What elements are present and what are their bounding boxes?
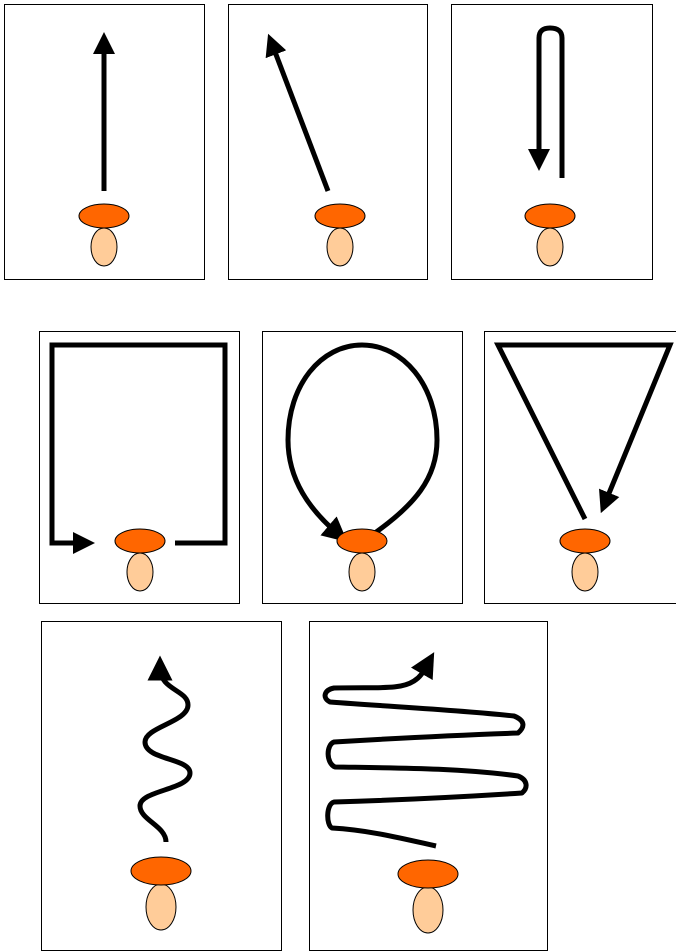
robot-1 xyxy=(78,203,130,267)
robot-head xyxy=(114,528,166,554)
path-triangle xyxy=(493,342,674,521)
panel-diagonal xyxy=(228,4,428,280)
robot-head xyxy=(524,203,576,229)
robot-body xyxy=(145,883,177,931)
path-serpentine xyxy=(322,652,529,849)
robot-head xyxy=(397,859,459,889)
robot-3 xyxy=(524,203,576,267)
robot-5 xyxy=(336,528,388,592)
diagonal-arrow xyxy=(265,33,331,192)
triangle-loop-arrow xyxy=(493,342,674,521)
robot-body xyxy=(326,227,354,267)
robot-body xyxy=(571,552,599,592)
robot-2 xyxy=(314,203,366,267)
robot-body xyxy=(536,227,564,267)
hairpin-arrow xyxy=(527,25,565,178)
robot-body xyxy=(348,552,376,592)
robot-8 xyxy=(397,859,459,934)
robot-4 xyxy=(114,528,166,592)
serpentine-arrow xyxy=(322,652,529,849)
path-u-turn xyxy=(527,25,565,178)
path-diagonal xyxy=(265,33,331,192)
panel-u-turn xyxy=(451,4,653,280)
robot-7 xyxy=(130,856,192,931)
robot-head xyxy=(78,203,130,229)
oval-loop-arrow xyxy=(285,342,440,543)
robot-body xyxy=(126,552,154,592)
robot-head xyxy=(130,856,192,886)
robot-body xyxy=(90,227,118,267)
robot-head xyxy=(559,528,611,554)
robot-head xyxy=(314,203,366,229)
square-loop-arrow xyxy=(49,342,228,555)
wavy-arrow xyxy=(137,655,193,843)
robot-6 xyxy=(559,528,611,592)
path-circle xyxy=(285,342,440,543)
path-zigzag xyxy=(137,655,193,843)
path-square xyxy=(49,342,228,555)
robot-head xyxy=(336,528,388,554)
robot-body xyxy=(412,886,444,934)
